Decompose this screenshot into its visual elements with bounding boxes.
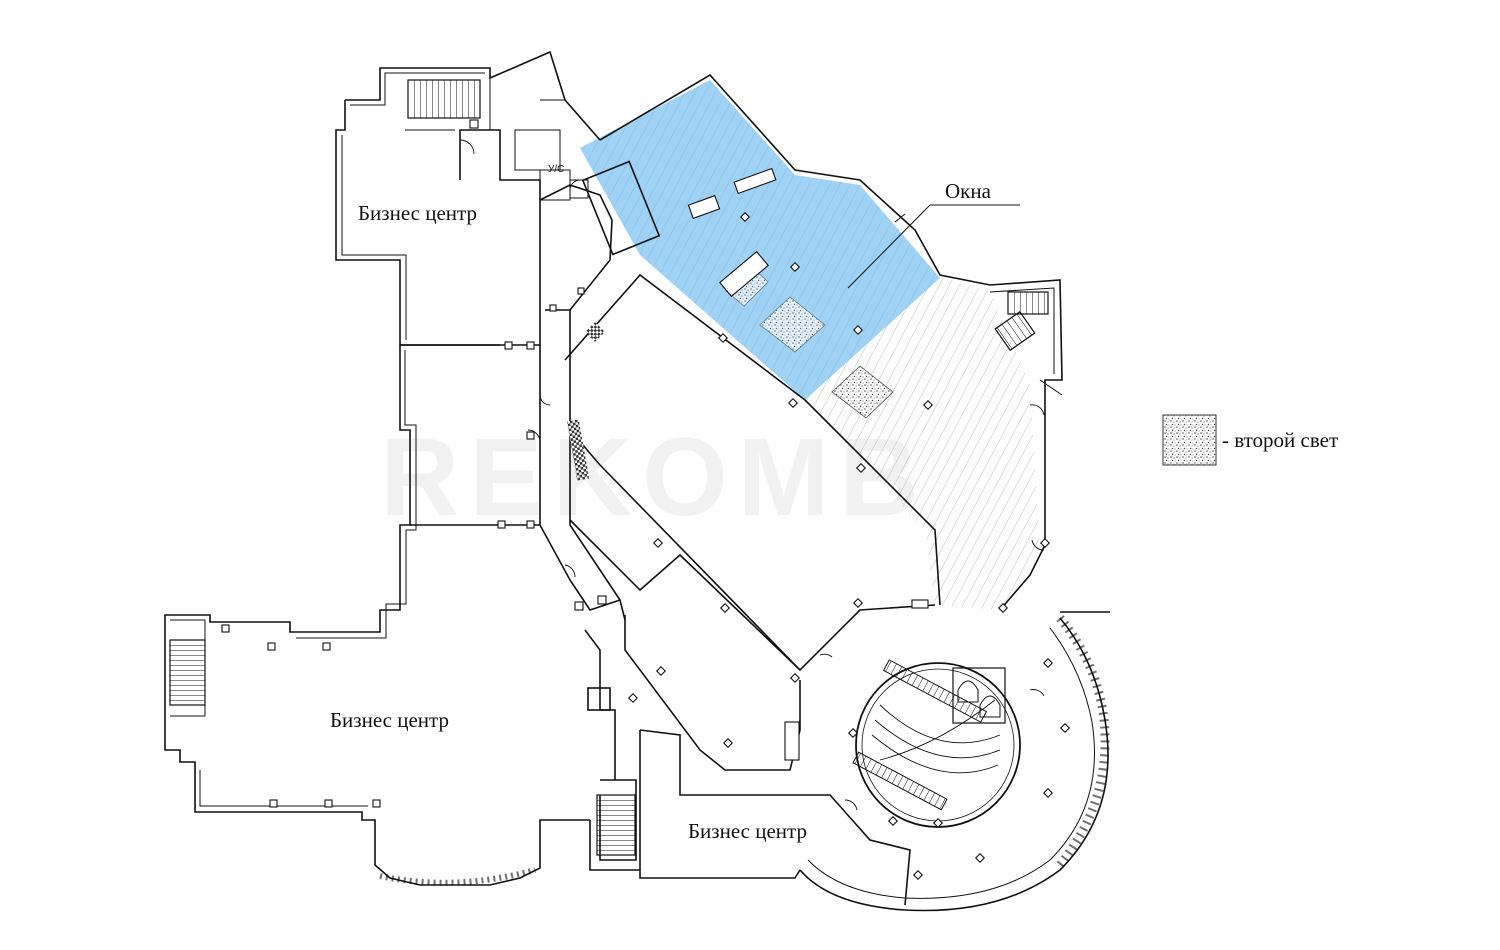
selected-area-blue-hatch (580, 80, 940, 400)
room-label-business-center: Бизнес центр (688, 819, 807, 843)
legend-label-second-light: - второй свет (1222, 428, 1338, 452)
legend: - второй свет (1162, 414, 1338, 466)
windows-leader-tick (894, 213, 906, 223)
checker-strip (566, 419, 590, 481)
watermark: REKOMB (380, 416, 929, 539)
second-light-zone (831, 365, 894, 419)
atrium-rotunda (852, 659, 1021, 828)
room-label-business-center: Бизнес центр (358, 201, 477, 225)
windows-label: Окна (945, 179, 992, 203)
interior-walls (400, 78, 941, 906)
staircase (169, 639, 206, 706)
doors (459, 139, 1045, 811)
columns (221, 119, 1071, 881)
staircase (407, 79, 481, 119)
checker-strip (585, 322, 605, 342)
legend-swatch-second-light (1162, 414, 1217, 466)
windows-leader-line (847, 204, 1020, 289)
curtain-wall (1056, 615, 1110, 868)
second-light-zone (759, 296, 826, 353)
staircase (596, 794, 636, 856)
utility-room-label: У/С (548, 164, 564, 175)
staircase (1007, 291, 1049, 315)
hall-area-hatched (805, 278, 1040, 610)
staircase (994, 310, 1036, 352)
room-label-business-center: Бизнес центр (330, 708, 449, 732)
